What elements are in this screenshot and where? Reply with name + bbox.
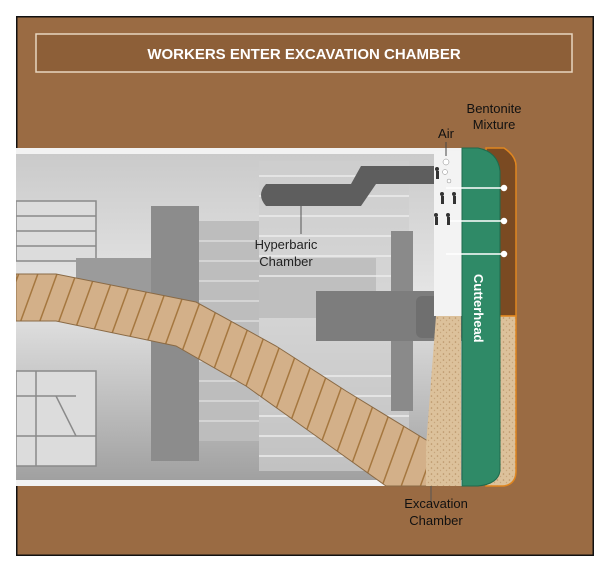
- excavation-chamber-fill: [426, 316, 461, 486]
- air-label: Air: [438, 126, 455, 141]
- hyperbaric-label-line2: Chamber: [259, 254, 313, 269]
- air-bubbles-icon: [442, 158, 452, 184]
- diagram-svg: WORKERS ENTER EXCAVATION CHAMBER: [14, 14, 596, 558]
- workers-icon: [434, 167, 456, 225]
- hyperbaric-chamber: [261, 166, 436, 206]
- bentonite-arrows: [446, 184, 508, 258]
- tunnel-boring-diagram: WORKERS ENTER EXCAVATION CHAMBER: [14, 14, 596, 558]
- hyperbaric-label-line1: Hyperbaric: [255, 237, 318, 252]
- shield-bottom-edge: [16, 480, 476, 486]
- bentonite-label-line2: Mixture: [473, 117, 516, 132]
- excavation-label-line2: Chamber: [409, 513, 463, 528]
- bentonite-label-line1: Bentonite: [467, 101, 522, 116]
- diagram-title: WORKERS ENTER EXCAVATION CHAMBER: [147, 46, 461, 63]
- drive-motor-lower: [391, 336, 413, 411]
- shield-top-edge: [16, 148, 476, 154]
- rear-panels: [15, 200, 97, 467]
- screw-conveyor: [15, 273, 437, 487]
- excavation-label-line1: Excavation: [404, 496, 468, 511]
- cutterhead: [461, 147, 501, 487]
- title-banner: [35, 33, 573, 73]
- cutterhead-label: Cutterhead: [471, 274, 486, 343]
